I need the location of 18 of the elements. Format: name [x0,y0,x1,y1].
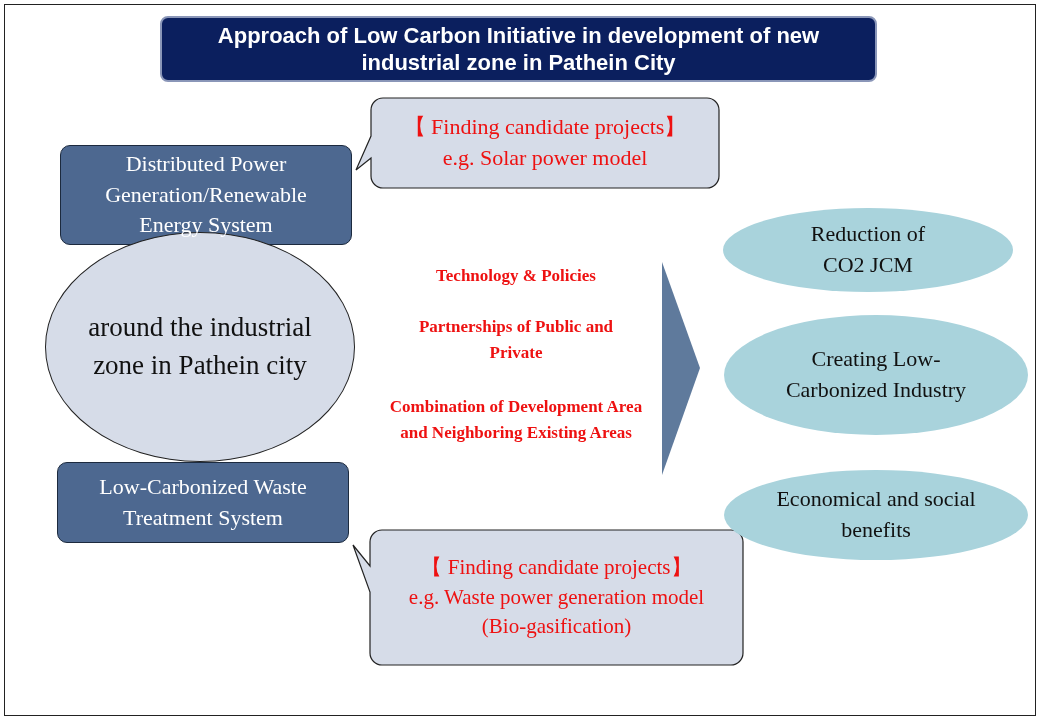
node-text: Creating Low-Carbonized Industry [784,345,968,404]
callout-text: e.g. Solar power model [442,144,648,172]
speech-callout [352,530,743,665]
speech-callout [355,98,719,188]
callout-text: 【 Finding candidate projects】 [403,113,687,142]
note-text: Technology & Policies [435,265,597,287]
node-text: around the industrial zone in Pathein city [87,311,313,382]
node-text: Distributed Power Generation/Renewable Energy System [104,149,308,240]
callout-text: 【 Finding candidate projects】 [421,554,692,582]
note-text: Combination of Development Area and Neighboring Existing Areas [388,396,644,444]
note-text: Partnerships of Public and Private [417,316,615,364]
callout-text: e.g. Waste power generation model (Bio-gasification) [407,583,706,641]
system-box [57,462,349,543]
node-text: Economical and social benefits [775,485,977,544]
node-text: Low-Carbonized Waste Treatment System [98,472,308,532]
title-banner: Approach of Low Carbon Initiative in development of new industrial zone in Pathein City [160,16,877,82]
node-text: Reduction of CO2 JCM [809,220,927,279]
system-box [60,145,352,245]
